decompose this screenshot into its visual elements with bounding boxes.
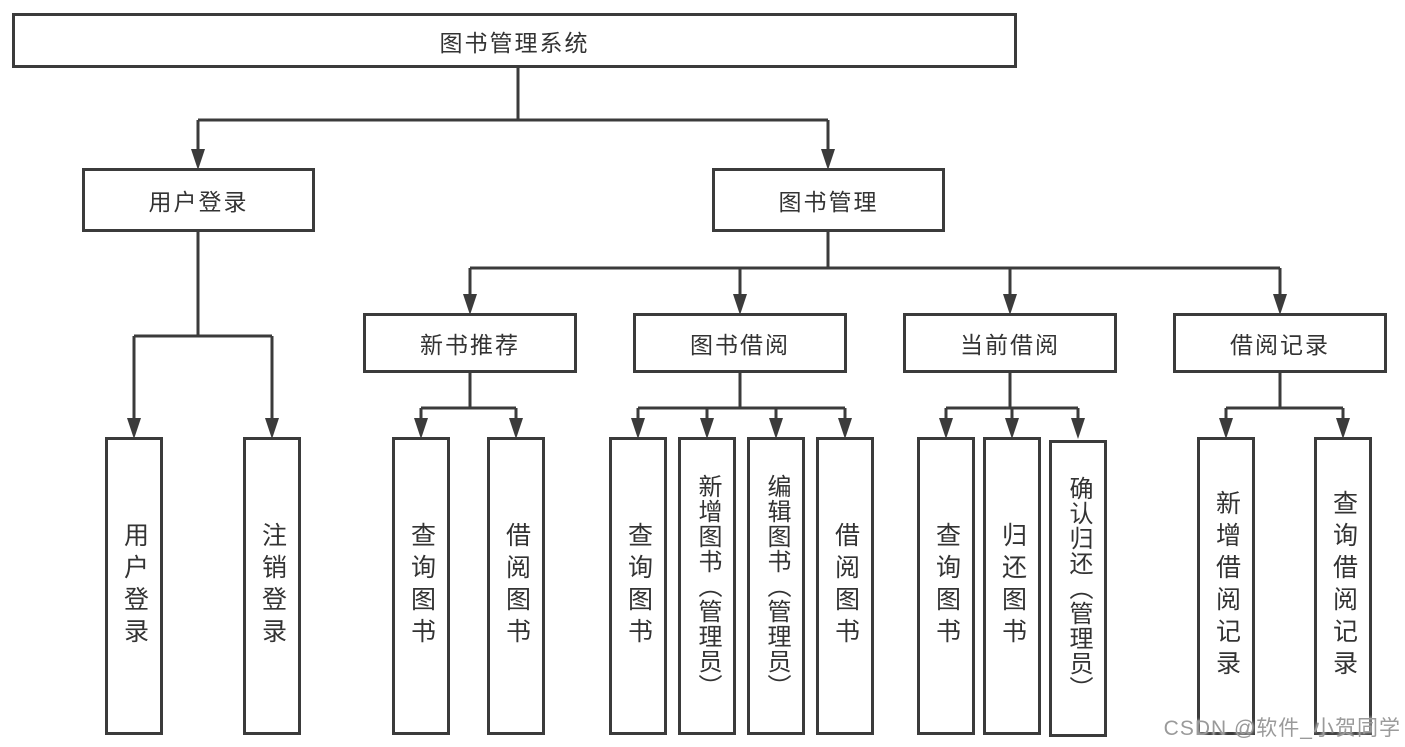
arrow-down-icon bbox=[939, 418, 953, 439]
arrow-down-icon bbox=[1071, 418, 1085, 439]
node-label: 用户登录 bbox=[148, 189, 249, 215]
node-label: 图书借阅 bbox=[690, 332, 790, 358]
leaf-return-book: 归还图书 bbox=[983, 437, 1041, 735]
node-book-management: 图书管理 bbox=[712, 168, 945, 232]
arrow-down-icon bbox=[1219, 418, 1233, 439]
leaf-borrow-book-2: 借阅图书 bbox=[816, 437, 874, 735]
node-label: 当前借阅 bbox=[960, 332, 1060, 358]
node-root-system: 图书管理系统 bbox=[12, 13, 1017, 68]
arrow-down-icon bbox=[265, 418, 279, 439]
arrow-down-icon bbox=[463, 294, 477, 315]
leaf-confirm-return-admin: 确认归还（管理员） bbox=[1049, 440, 1107, 737]
leaf-user-login: 用户登录 bbox=[105, 437, 163, 735]
leaf-label: 借阅图书 bbox=[502, 522, 531, 650]
arrow-down-icon bbox=[1003, 294, 1017, 315]
node-label: 新书推荐 bbox=[420, 332, 520, 358]
watermark: CSDN @软件_小贺同学 bbox=[1163, 717, 1401, 740]
leaf-add-book-admin: 新增图书（管理员） bbox=[678, 437, 736, 735]
arrow-down-icon bbox=[769, 418, 783, 439]
leaf-label: 用户登录 bbox=[120, 522, 149, 650]
arrow-down-icon bbox=[631, 418, 645, 439]
node-label: 图书管理 bbox=[778, 189, 879, 215]
leaf-label: 借阅图书 bbox=[831, 522, 860, 650]
leaf-label: 新增借阅记录 bbox=[1212, 490, 1241, 682]
leaf-query-book-1: 查询图书 bbox=[392, 437, 450, 735]
node-label: 图书管理系统 bbox=[439, 29, 590, 56]
node-user-login: 用户登录 bbox=[82, 168, 315, 232]
leaf-label: 注销登录 bbox=[258, 522, 287, 650]
leaf-edit-book-admin: 编辑图书（管理员） bbox=[747, 437, 805, 735]
leaf-label: 查询图书 bbox=[624, 522, 653, 650]
leaf-label: 归还图书 bbox=[998, 522, 1027, 650]
leaf-label: 查询图书 bbox=[932, 522, 961, 650]
leaf-logout: 注销登录 bbox=[243, 437, 301, 735]
arrow-down-icon bbox=[821, 149, 835, 170]
arrow-down-icon bbox=[127, 418, 141, 439]
arrow-down-icon bbox=[700, 418, 714, 439]
leaf-query-book-2: 查询图书 bbox=[609, 437, 667, 735]
leaf-label: 确认归还（管理员） bbox=[1065, 476, 1092, 701]
arrow-down-icon bbox=[414, 418, 428, 439]
arrow-down-icon bbox=[1273, 294, 1287, 315]
node-borrowing-records: 借阅记录 bbox=[1173, 313, 1387, 373]
leaf-label: 新增图书（管理员） bbox=[694, 473, 721, 699]
node-current-borrowing: 当前借阅 bbox=[903, 313, 1117, 373]
leaf-add-borrow-record: 新增借阅记录 bbox=[1197, 437, 1255, 735]
leaf-label: 查询借阅记录 bbox=[1329, 490, 1358, 682]
leaf-label: 查询图书 bbox=[407, 522, 436, 650]
node-new-book-recommend: 新书推荐 bbox=[363, 313, 577, 373]
leaf-borrow-book-1: 借阅图书 bbox=[487, 437, 545, 735]
leaf-query-book-3: 查询图书 bbox=[917, 437, 975, 735]
leaf-label: 编辑图书（管理员） bbox=[763, 473, 790, 699]
node-label: 借阅记录 bbox=[1230, 332, 1330, 358]
leaf-query-borrow-record: 查询借阅记录 bbox=[1314, 437, 1372, 735]
arrow-down-icon bbox=[1005, 418, 1019, 439]
arrow-down-icon bbox=[733, 294, 747, 315]
arrow-down-icon bbox=[838, 418, 852, 439]
arrow-down-icon bbox=[509, 418, 523, 439]
arrowheads bbox=[127, 149, 1350, 439]
arrow-down-icon bbox=[1336, 418, 1350, 439]
node-book-borrowing: 图书借阅 bbox=[633, 313, 847, 373]
arrow-down-icon bbox=[191, 149, 205, 170]
